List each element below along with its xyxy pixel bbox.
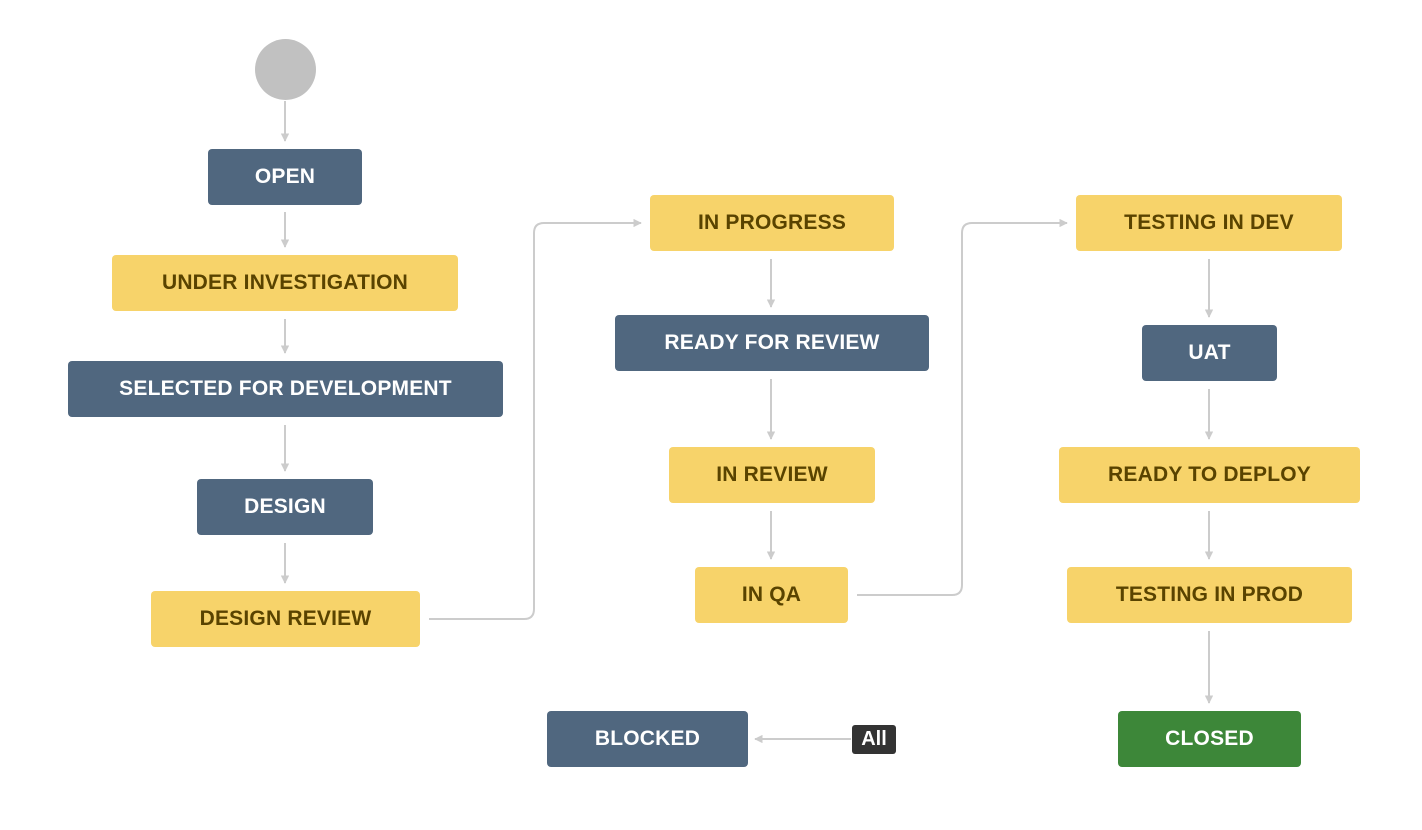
status-selected-for-development[interactable]: SELECTED FOR DEVELOPMENT — [68, 361, 503, 417]
status-blocked[interactable]: BLOCKED — [547, 711, 748, 767]
status-uat[interactable]: UAT — [1142, 325, 1277, 381]
start-node — [255, 39, 316, 100]
status-testing-in-dev[interactable]: TESTING IN DEV — [1076, 195, 1342, 251]
status-testing-in-prod[interactable]: TESTING IN PROD — [1067, 567, 1352, 623]
status-under-investigation[interactable]: UNDER INVESTIGATION — [112, 255, 458, 311]
status-design[interactable]: DESIGN — [197, 479, 373, 535]
status-closed[interactable]: CLOSED — [1118, 711, 1301, 767]
global-transition-all-badge[interactable]: All — [852, 725, 896, 754]
status-in-qa[interactable]: IN QA — [695, 567, 848, 623]
transition-design-review-to-in-progress — [429, 218, 642, 620]
status-ready-for-review[interactable]: READY FOR REVIEW — [615, 315, 929, 371]
status-open[interactable]: OPEN — [208, 149, 362, 205]
status-ready-to-deploy[interactable]: READY TO DEPLOY — [1059, 447, 1360, 503]
transition-in-qa-to-testing-in-dev — [857, 218, 1068, 596]
status-design-review[interactable]: DESIGN REVIEW — [151, 591, 420, 647]
status-in-review[interactable]: IN REVIEW — [669, 447, 875, 503]
status-in-progress[interactable]: IN PROGRESS — [650, 195, 894, 251]
